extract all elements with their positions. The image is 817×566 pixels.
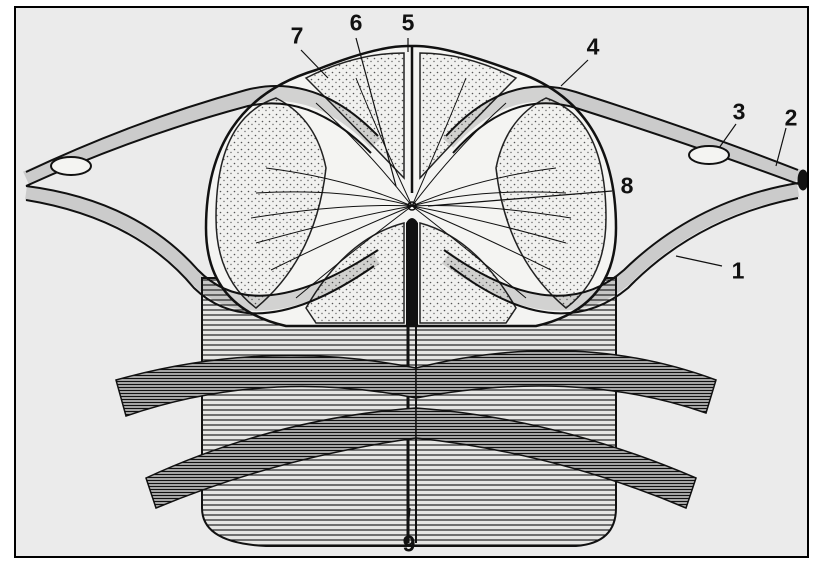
label-2: 2 bbox=[785, 107, 798, 130]
label-5: 5 bbox=[402, 12, 415, 35]
left-spinal-ganglion bbox=[51, 157, 91, 175]
label-8: 8 bbox=[621, 175, 634, 198]
right-spinal-ganglion bbox=[689, 146, 729, 164]
label-7: 7 bbox=[291, 25, 304, 48]
spinal-nerve-end bbox=[798, 170, 807, 190]
label-4: 4 bbox=[587, 36, 600, 59]
label-6: 6 bbox=[350, 12, 363, 35]
label-1: 1 bbox=[732, 260, 745, 283]
spinal-cord-illustration bbox=[16, 8, 807, 556]
anterior-median-fissure bbox=[406, 218, 418, 326]
label-9: 9 bbox=[403, 533, 416, 556]
spinal-cord-diagram: 1 2 3 4 5 6 7 8 9 bbox=[14, 6, 809, 558]
label-3: 3 bbox=[733, 101, 746, 124]
